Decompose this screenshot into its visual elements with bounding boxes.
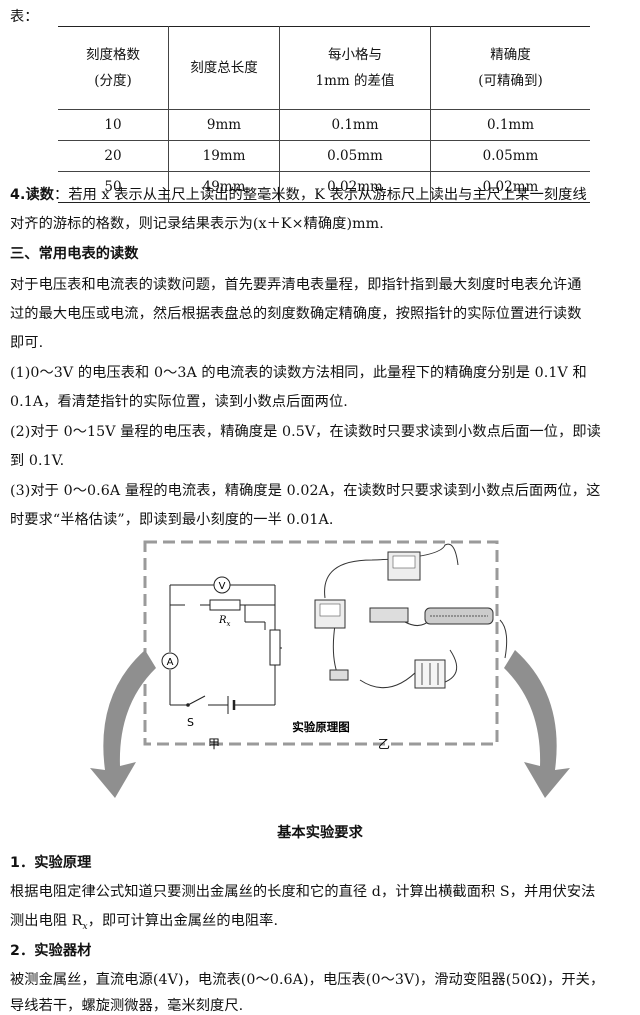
voltmeter-symbol — [213, 576, 231, 594]
table-cell: 49mm — [168, 171, 280, 203]
item-1-line: (1)0～3V 的电压表和 0～3A 的电流表的读数方法相同，此量程下的精确度分… — [10, 365, 587, 381]
item-1-line: 0.1A，看清楚指针的实际位置，读到小数点后面两位. — [10, 394, 348, 410]
equipment-title: 2．实验器材 — [10, 943, 92, 959]
table-cell: 0.05mm — [279, 140, 431, 172]
rheostat-symbol — [269, 629, 281, 666]
ammeter-label: A — [167, 657, 174, 668]
para-1-line: 即可. — [10, 335, 44, 351]
table-row: 10 9mm 0.1mm 0.1mm — [58, 109, 590, 141]
table-cell: 0.1mm — [430, 109, 590, 141]
apparatus-photo-yi — [314, 543, 508, 689]
table-cell: 10 — [58, 109, 169, 141]
header-cell: 刻度格数(分度) — [58, 26, 169, 110]
figure-caption: 实验原理图 — [292, 720, 350, 734]
switch-pivot — [186, 703, 190, 707]
basic-requirements-title: 基本实验要求 — [277, 825, 363, 841]
principle-line-1: 根据电阻定律公式知道只要测出金属丝的长度和它的直径 d，计算出横截面积 S，并用… — [10, 884, 596, 900]
para-1-line: 过的最大电压或电流，然后根据表盘总的刻度数确定精确度，按照指针的实际位置进行读数 — [10, 306, 582, 322]
principle-title: 1．实验原理 — [10, 855, 92, 871]
item-3-line: (3)对于 0～0.6A 量程的电流表，精确度是 0.02A，在读数时只要求读到… — [10, 483, 601, 499]
voltmeter-label: V — [219, 581, 226, 592]
reading-line-1: 4.读数：若用 x 表示从主尺上读出的整毫米数，K 表示从游标尺上读出与主尺上某… — [10, 187, 587, 203]
ammeter-symbol — [161, 652, 179, 670]
table-cell: 9mm — [168, 109, 280, 141]
intro-text: 表： — [10, 9, 39, 25]
item-2-line: 到 0.1V. — [10, 453, 65, 469]
resistor-symbol — [209, 599, 241, 611]
equipment-line-2: 导线若干，螺旋测微器，毫米刻度尺. — [10, 998, 244, 1014]
switch-device — [329, 669, 349, 681]
table-cell: 20 — [58, 140, 169, 172]
figure-label-yi: 乙 — [378, 737, 390, 751]
table-cell: 0.02mm — [430, 171, 590, 203]
table-cell: 0.02mm — [279, 171, 431, 203]
principle-line-2: 测出电阻 Rx，即可计算出金属丝的电阻率. — [10, 913, 279, 932]
table-cell: 0.05mm — [430, 140, 590, 172]
section-3-title: 三、常用电表的读数 — [10, 246, 139, 262]
table-cell: 19mm — [168, 140, 280, 172]
table-row: 50 49mm 0.02mm 0.02mm — [58, 171, 590, 203]
resistor-label: Rx — [218, 615, 231, 628]
wire-board-device — [369, 607, 409, 623]
left-arrow-icon — [90, 650, 156, 798]
table-cell: 50 — [58, 171, 169, 203]
item-3-line: 时要求“半格估读”，即读到最小刻度的一半 0.01A. — [10, 512, 334, 528]
dashed-frame — [143, 540, 499, 746]
item-2-line: (2)对于 0～15V 量程的电压表，精确度是 0.5V，在读数时只要求读到小数… — [10, 424, 601, 440]
reading-line-2: 对齐的游标的格数，则记录结果表示为(x＋K×精确度)mm. — [10, 216, 384, 232]
switch-label: S — [187, 716, 194, 729]
experiment-figure: A V Rx S 甲 乙 实验原理图 — [90, 540, 570, 798]
table-row: 20 19mm 0.05mm 0.05mm — [58, 140, 590, 172]
para-1-line: 对于电压表和电流表的读数问题，首先要弄清电表量程，即指针指到最大刻度时电表允许通 — [10, 277, 582, 293]
table-cell: 0.1mm — [279, 109, 431, 141]
right-arrow-icon — [504, 650, 570, 798]
header-cell: 刻度总长度 — [168, 26, 280, 110]
header-cell: 精确度(可精确到) — [430, 26, 590, 110]
equipment-line-1: 被测金属丝，直流电源(4V)，电流表(0～0.6A)，电压表(0～3V)，滑动变… — [10, 972, 605, 988]
figure-label-jia: 甲 — [208, 737, 220, 751]
